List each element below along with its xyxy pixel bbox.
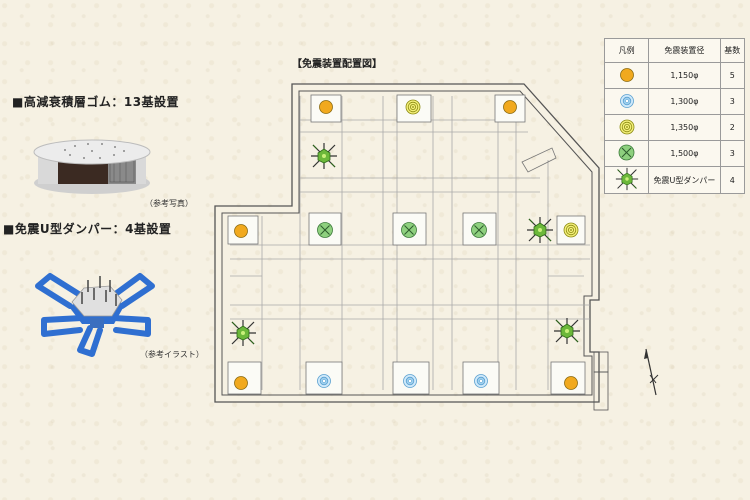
legend-row: 1,350φ 2 (603, 114, 746, 141)
legend-row: 1,150φ 5 (603, 62, 746, 89)
orange-bearing-3 (234, 224, 248, 238)
north-arrow-icon (644, 348, 659, 396)
green-bearing-2 (401, 222, 417, 238)
yellow-bearing-1 (405, 99, 421, 115)
damper-1 (310, 142, 338, 170)
legend-count: 3 (719, 88, 746, 115)
legend-header-count: 基数 (719, 38, 746, 63)
green-bearing-1 (317, 222, 333, 238)
legend-diameter: 1,500φ (648, 140, 721, 167)
rubber-photo-caption: （参考写真） (145, 199, 193, 208)
legend-row: 免震U型ダンパー 4 (603, 166, 746, 194)
green-cross-circle-icon (618, 144, 635, 161)
damper-3 (229, 319, 257, 347)
blue-bearing-3 (474, 374, 488, 388)
legend-diameter: 1,300φ (648, 88, 721, 115)
diagram-title: 【免震装置配置図】 (292, 59, 382, 70)
orange-bearing-1 (319, 100, 333, 114)
orange-bearing-4 (234, 376, 248, 390)
legend-symbol-cell (603, 62, 650, 89)
u-damper-illustration (35, 273, 155, 357)
blue-ring-circle-icon (619, 93, 634, 108)
orange-bearing-5 (564, 376, 578, 390)
legend-count: 4 (719, 166, 746, 194)
legend-diameter: 免震U型ダンパー (648, 166, 721, 194)
legend-count: 2 (719, 114, 746, 141)
blue-bearing-1 (317, 374, 331, 388)
damper-illustration-caption: （参考イラスト） (140, 350, 204, 359)
yellow-bearing-2 (563, 222, 579, 238)
legend-symbol-cell (603, 140, 650, 167)
legend-symbol-cell (603, 114, 650, 141)
orange-bearing-2 (503, 100, 517, 114)
u-damper-icon (614, 167, 639, 191)
legend-count: 3 (719, 140, 746, 167)
damper-heading: ■免震U型ダンパー：4基設置 (3, 222, 172, 236)
legend-diameter: 1,150φ (648, 62, 721, 89)
legend-count: 5 (719, 62, 746, 89)
orange-circle-icon (619, 67, 634, 82)
legend-row: 1,300φ 3 (603, 88, 746, 115)
damper-4 (553, 317, 581, 345)
legend-header-row: 凡例 免震装置径 基数 (603, 38, 746, 63)
rubber-bearing-photo (33, 139, 151, 194)
legend-symbol-cell (603, 166, 650, 194)
blue-bearing-2 (403, 374, 417, 388)
legend-header-diameter: 免震装置径 (648, 38, 721, 63)
yellow-ring-circle-icon (619, 119, 635, 134)
legend-diameter: 1,350φ (648, 114, 721, 141)
damper-2 (526, 216, 554, 244)
legend-header-symbol: 凡例 (603, 38, 650, 63)
legend-symbol-cell (603, 88, 650, 115)
legend-row: 1,500φ 3 (603, 140, 746, 167)
legend-table: 凡例 免震装置径 基数 1,150φ 5 1,300φ 3 1,350φ 2 1… (603, 38, 746, 194)
green-bearing-3 (471, 222, 487, 238)
rubber-heading: ■高減衰積層ゴム：13基設置 (12, 95, 180, 109)
